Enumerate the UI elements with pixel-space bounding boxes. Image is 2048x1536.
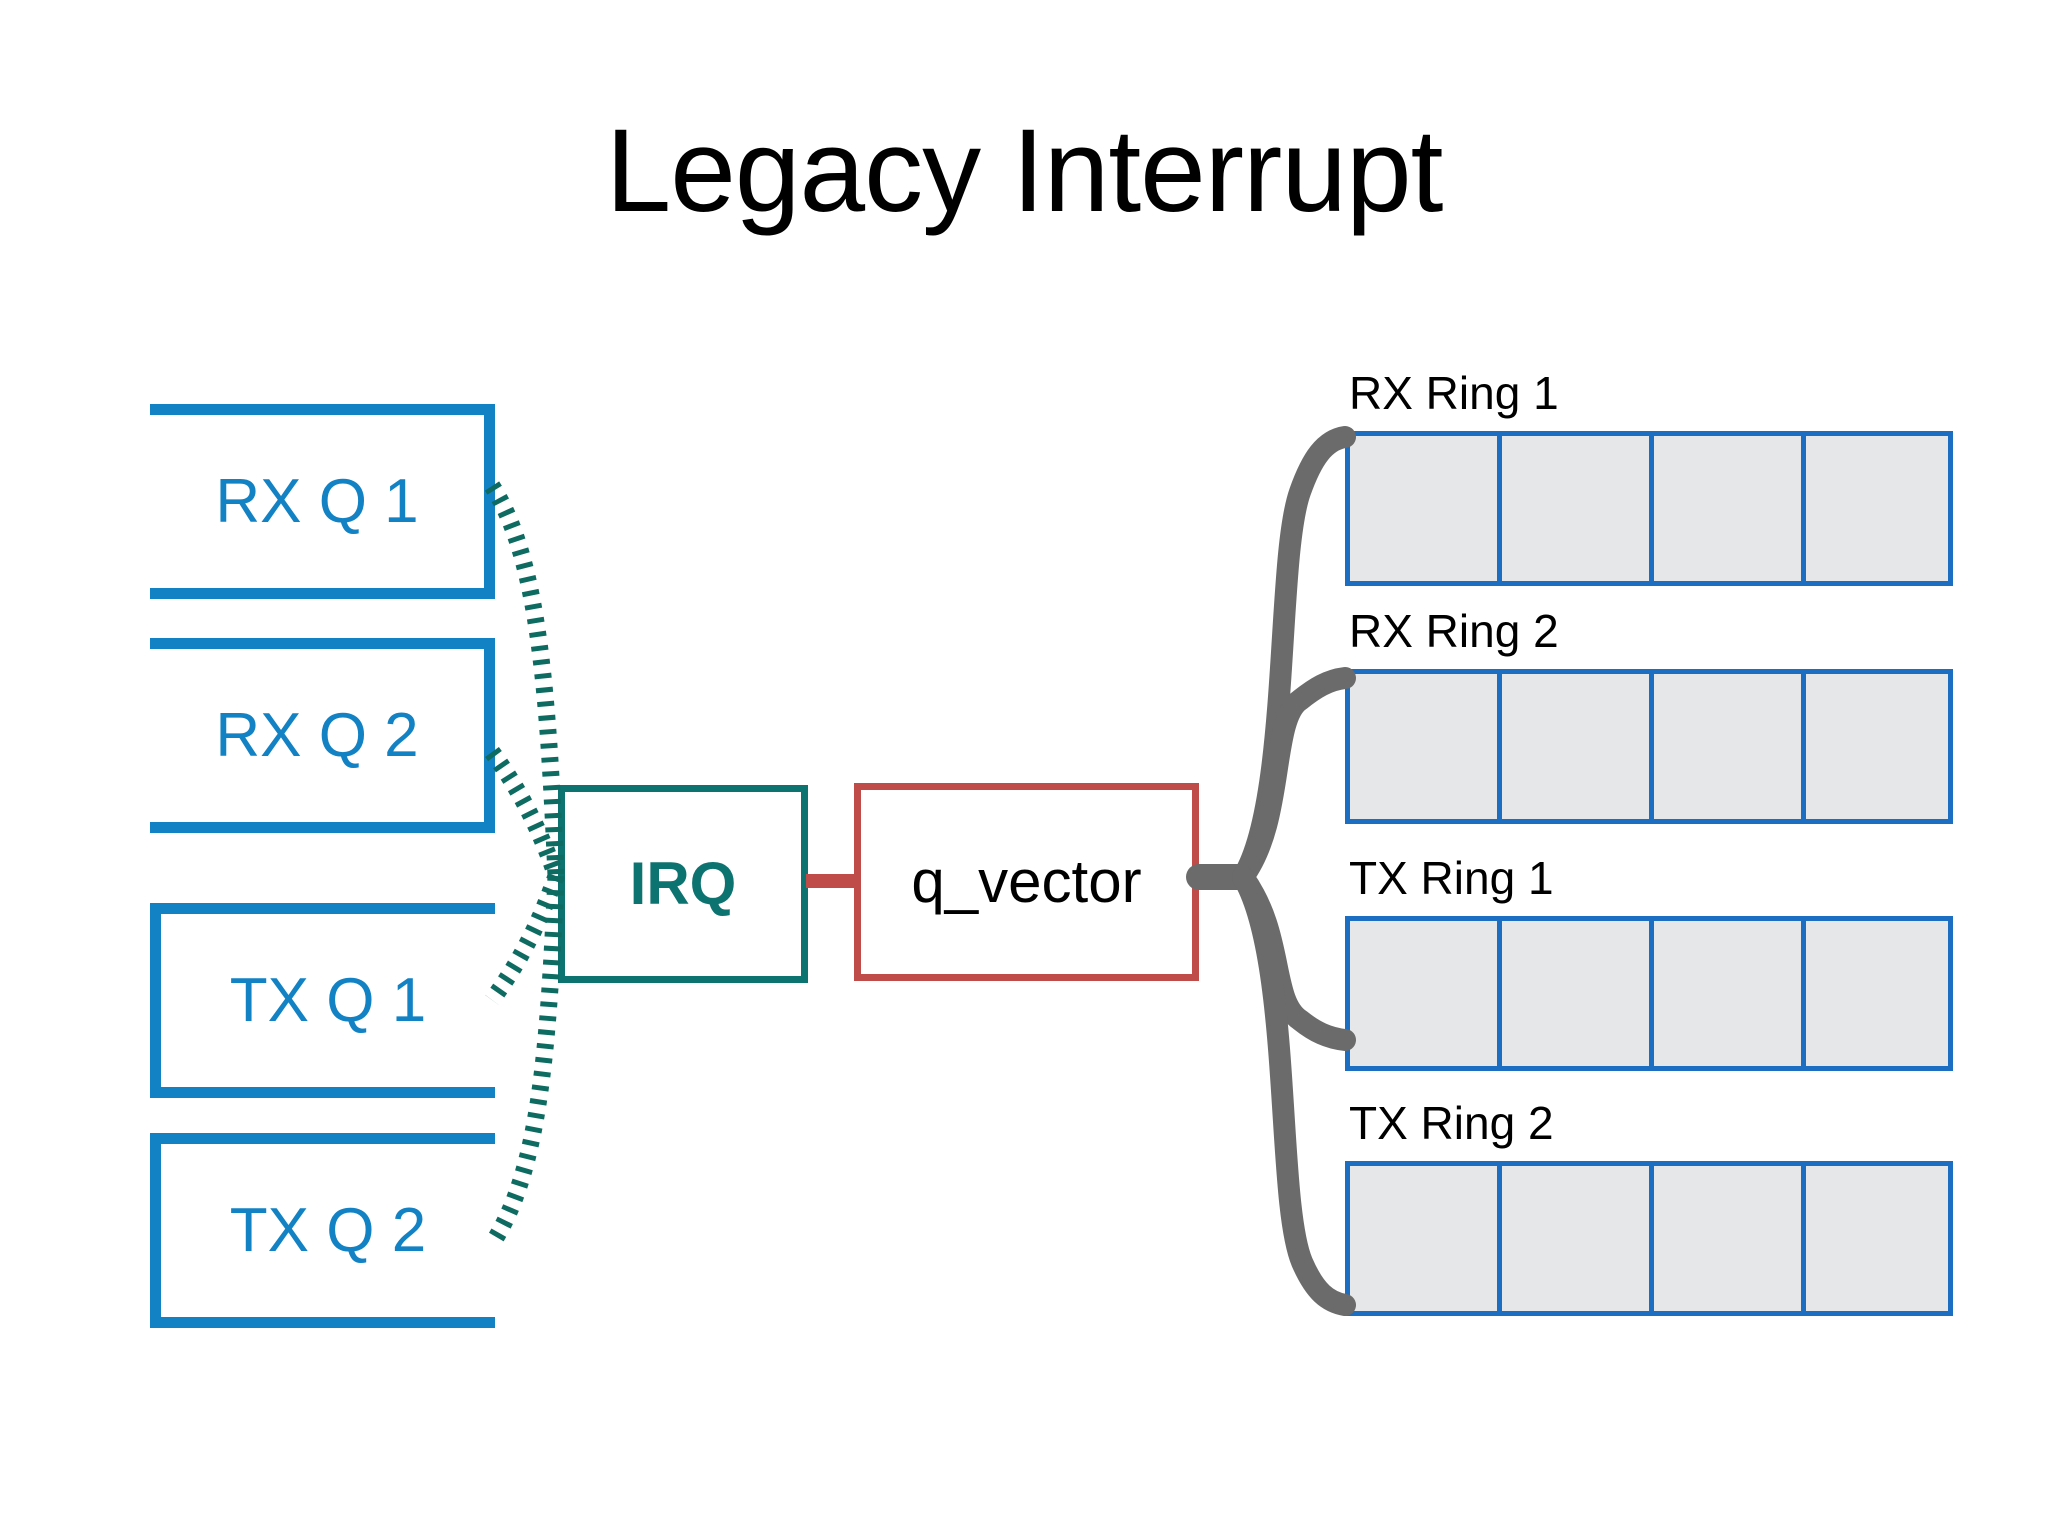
ring-label: TX Ring 2 (1349, 1097, 1554, 1149)
ring-cell[interactable] (1649, 431, 1801, 586)
ring-cell[interactable] (1649, 916, 1801, 1071)
queue-box-rx-q-1[interactable]: RX Q 1 (150, 404, 495, 599)
irq-qvector-connector (806, 874, 856, 888)
page-title: Legacy Interrupt (605, 105, 1444, 237)
queue-label: RX Q 2 (215, 700, 419, 770)
queue-label: RX Q 1 (215, 466, 419, 536)
ring-cell[interactable] (1345, 1161, 1497, 1316)
ring-cells (1345, 1161, 1953, 1316)
qvector-ring-connectors (1186, 426, 1356, 1316)
ring-cell[interactable] (1801, 916, 1953, 1071)
ring-cell[interactable] (1649, 669, 1801, 824)
ring-group-rx-ring-2: RX Ring 2 (1345, 605, 1953, 828)
queue-label: TX Q 2 (229, 1195, 427, 1265)
ring-cell[interactable] (1801, 431, 1953, 586)
ring-label: RX Ring 1 (1349, 367, 1559, 419)
queue-box-rx-q-2[interactable]: RX Q 2 (150, 638, 495, 833)
ring-cell[interactable] (1345, 916, 1497, 1071)
irq-label: IRQ (629, 850, 737, 917)
ring-cells (1345, 916, 1953, 1071)
ring-cell[interactable] (1497, 431, 1649, 586)
ring-group-rx-ring-1: RX Ring 1 (1345, 367, 1953, 590)
ring-cell[interactable] (1497, 916, 1649, 1071)
ring-label: TX Ring 1 (1349, 852, 1554, 904)
queue-box-tx-q-1[interactable]: TX Q 1 (150, 903, 495, 1098)
ring-cells (1345, 431, 1953, 586)
ring-cell[interactable] (1801, 1161, 1953, 1316)
queue-label: TX Q 1 (229, 965, 427, 1035)
ring-group-tx-ring-1: TX Ring 1 (1345, 852, 1953, 1075)
ring-cells (1345, 669, 1953, 824)
ring-label: RX Ring 2 (1349, 605, 1559, 657)
ring-group-tx-ring-2: TX Ring 2 (1345, 1097, 1953, 1320)
q-vector-label: q_vector (911, 848, 1142, 915)
ring-cell[interactable] (1497, 669, 1649, 824)
irq-box[interactable]: IRQ (558, 785, 808, 983)
ring-cell[interactable] (1345, 669, 1497, 824)
ring-cell[interactable] (1649, 1161, 1801, 1316)
ring-cell[interactable] (1497, 1161, 1649, 1316)
queue-box-tx-q-2[interactable]: TX Q 2 (150, 1133, 495, 1328)
q-vector-box[interactable]: q_vector (854, 783, 1199, 981)
ring-cell[interactable] (1345, 431, 1497, 586)
ring-cell[interactable] (1801, 669, 1953, 824)
queue-irq-brace (484, 481, 565, 1249)
